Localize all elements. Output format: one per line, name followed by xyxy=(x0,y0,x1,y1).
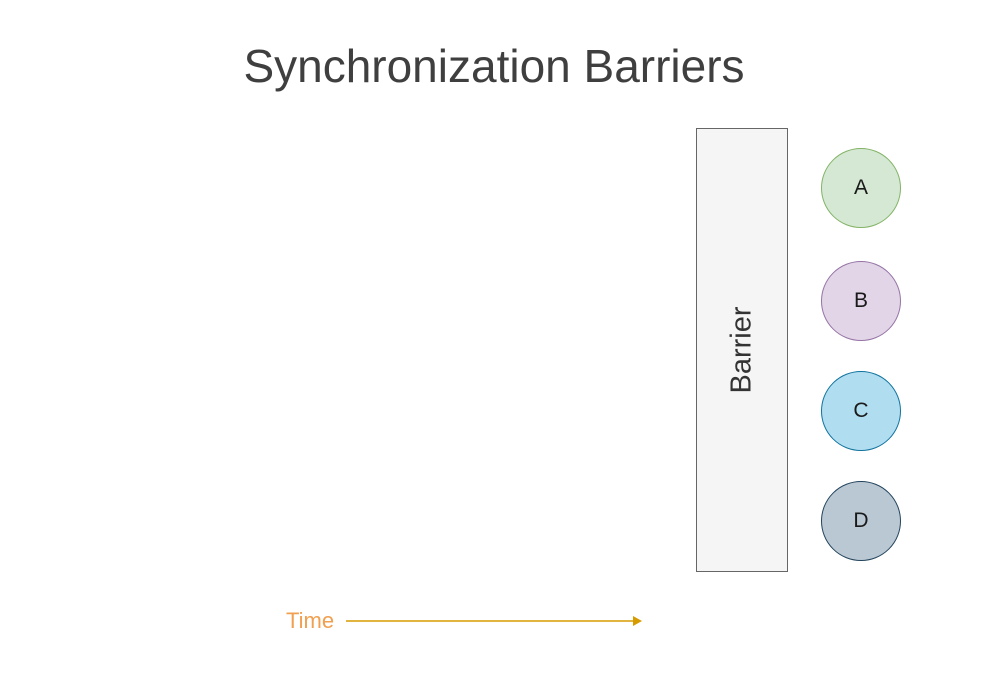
thread-node-a: A xyxy=(821,148,901,228)
barrier-label: Barrier xyxy=(725,306,758,394)
time-label: Time xyxy=(286,608,335,633)
time-arrow-icon xyxy=(346,616,642,626)
barrier-box: Barrier xyxy=(696,128,788,572)
thread-node-b: B xyxy=(821,261,901,341)
thread-node-c: C xyxy=(821,371,901,451)
thread-node-d: D xyxy=(821,481,901,561)
diagram-title: Synchronization Barriers xyxy=(243,40,745,92)
